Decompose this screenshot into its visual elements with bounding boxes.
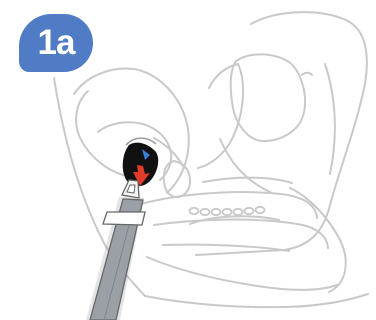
step-badge: 1a (19, 14, 93, 72)
seat-back-outline (196, 12, 367, 255)
car-seat-outline (54, 12, 368, 307)
harness-buckle-outline (164, 161, 190, 197)
small-logo-mark (302, 73, 312, 75)
adjust-dot-1 (190, 208, 199, 214)
latch-strap-assembly (86, 180, 145, 320)
side-trim-line (325, 64, 335, 174)
adjust-dot-4 (223, 209, 232, 215)
step-badge-label: 1a (38, 25, 75, 60)
adjust-dot-3 (212, 209, 221, 215)
strap-clip-band (103, 212, 145, 225)
base-upper-line (137, 192, 317, 218)
headrest-outline (231, 54, 305, 141)
base-shell-right (290, 188, 346, 292)
adjust-dot-5 (234, 209, 243, 215)
harness-shoulder-outline (198, 64, 243, 168)
base-footprint (147, 257, 337, 290)
adjust-dot-2 (201, 209, 210, 215)
adjust-indicator-row (190, 207, 265, 215)
adjust-dot-7 (256, 207, 265, 213)
base-floor-line (145, 294, 368, 307)
adjust-dot-6 (245, 208, 254, 214)
